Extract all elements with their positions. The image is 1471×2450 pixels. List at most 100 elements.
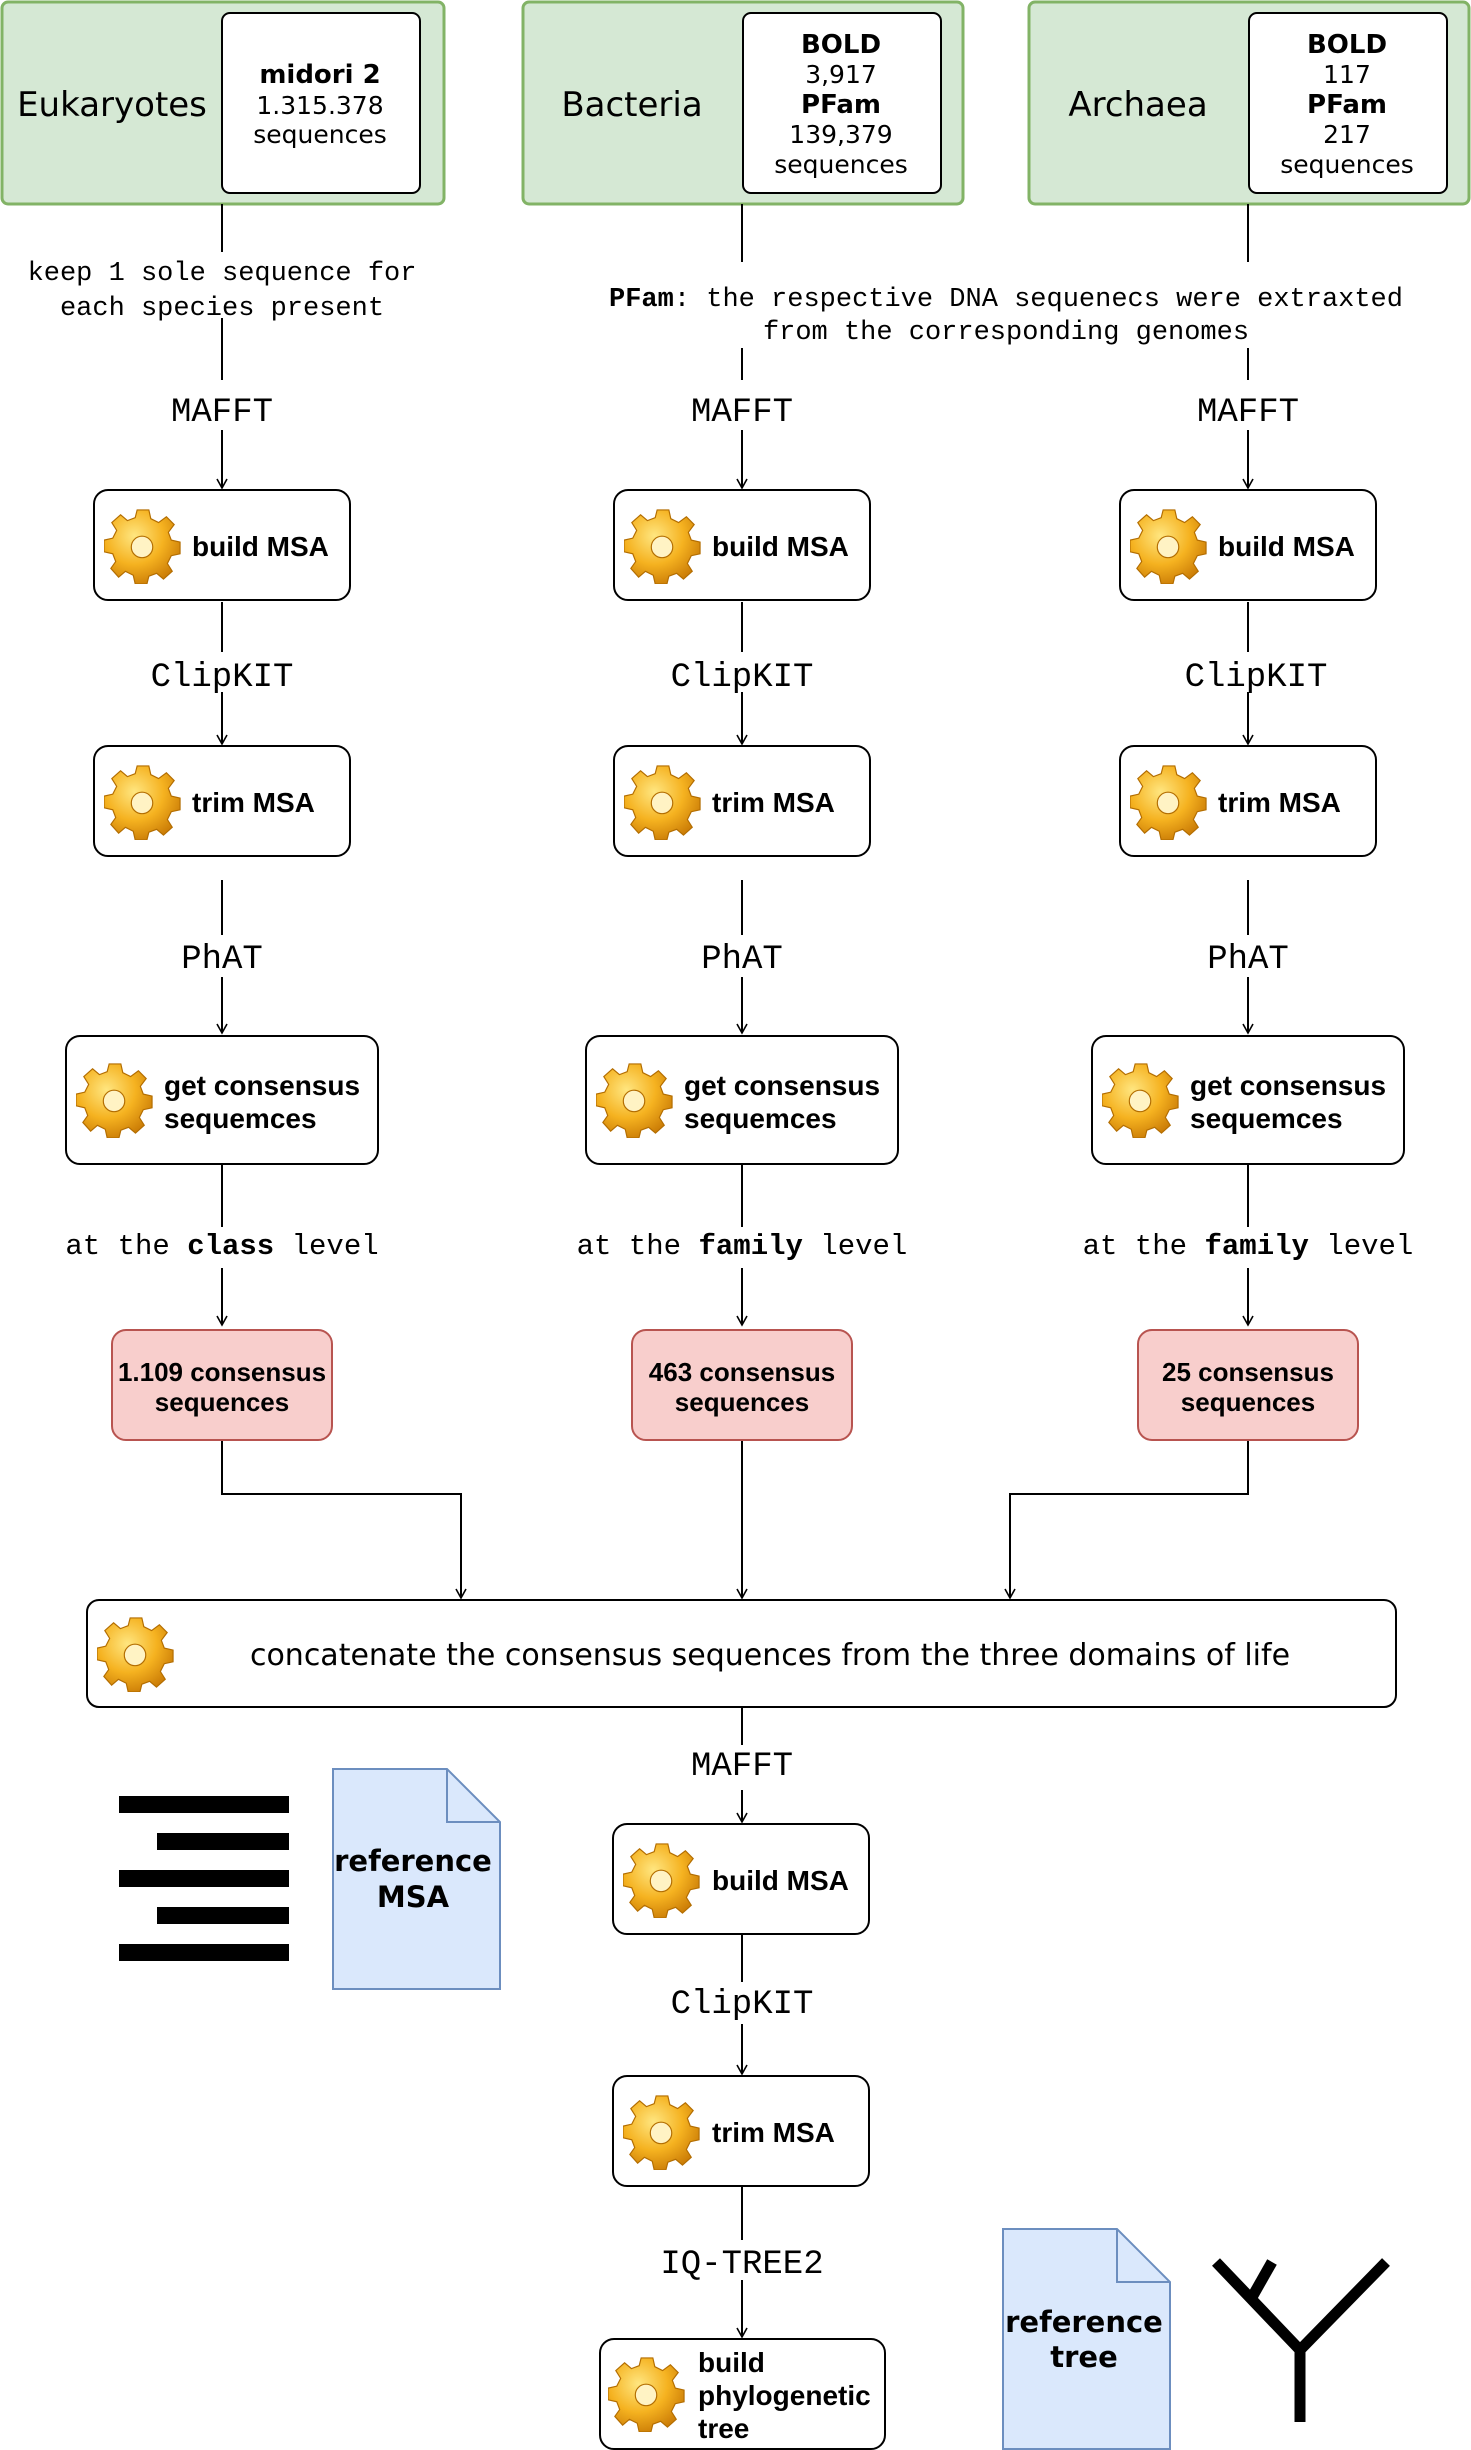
step-label-line1: get consensus (684, 1070, 880, 1101)
level-family: family (1204, 1230, 1308, 1263)
gear-icon (623, 1843, 700, 1918)
db-name-midori: midori 2 (259, 60, 380, 90)
tool-clipkit-eukaryotes: ClipKIT (151, 659, 294, 697)
step-build-msa-bacteria: build MSA (613, 489, 871, 601)
tool-phat-archaea: PhAT (1207, 941, 1289, 979)
tool-clipkit-bacteria: ClipKIT (671, 659, 814, 697)
reference-tree-line2: tree (1050, 2340, 1118, 2374)
step-label-line2: sequemces (164, 1103, 317, 1134)
gear-icon (97, 1617, 174, 1692)
source-bacteria: Bacteria BOLD 3,917 PFam 139,379 sequenc… (521, 0, 965, 206)
step-label: trim MSA (192, 787, 315, 818)
tool-mafft-final: MAFFT (691, 1748, 793, 1786)
db-count-pfam-bacteria: 139,379 (789, 120, 892, 149)
concatenate-label: concatenate the consensus sequences from… (250, 1638, 1290, 1673)
level-bacteria: at the family level (577, 1230, 908, 1263)
result-unit: sequences (675, 1387, 809, 1417)
step-build-tree-final: build phylogenetic tree (599, 2338, 886, 2450)
tool-clipkit-final: ClipKIT (671, 1986, 814, 2024)
tool-clipkit-archaea: ClipKIT (1185, 659, 1328, 697)
tool-iqtree-final: IQ-TREE2 (660, 2246, 823, 2284)
result-eukaryotes: 1.109 consensus sequences (111, 1329, 333, 1441)
gear-icon (608, 2357, 685, 2432)
step-build-msa-archaea: build MSA (1119, 489, 1377, 601)
result-archaea: 25 consensus sequences (1137, 1329, 1359, 1441)
gear-icon (1102, 1063, 1179, 1138)
note-eukaryotes-line2: each species present (60, 294, 384, 324)
gear-icon (1130, 509, 1207, 584)
level-prefix: at the (65, 1230, 187, 1263)
step-consensus-bacteria: get consensus sequemces (585, 1035, 899, 1165)
gear-icon (1130, 765, 1207, 840)
step-trim-msa-archaea: trim MSA (1119, 745, 1377, 857)
db-unit-midori: sequences (253, 120, 387, 149)
source-label-archaea: Archaea (1068, 85, 1207, 125)
step-build-msa-final: build MSA (612, 1823, 870, 1935)
reference-tree-document: reference tree (1002, 2228, 1171, 2450)
step-label: build MSA (192, 531, 329, 562)
reference-msa-line1: reference (334, 1844, 492, 1878)
step-label: build MSA (712, 531, 849, 562)
source-archaea: Archaea BOLD 117 PFam 217 sequences (1027, 0, 1471, 206)
result-count: 463 consensus (649, 1357, 835, 1387)
level-family: family (698, 1230, 802, 1263)
step-label: build MSA (712, 1865, 849, 1896)
step-label-line2: sequemces (684, 1103, 837, 1134)
db-name-pfam-bacteria: PFam (801, 90, 881, 120)
step-label-line1: get consensus (164, 1070, 360, 1101)
gear-icon (623, 2095, 700, 2170)
tree-icon (1212, 2258, 1390, 2422)
step-label-line1: build (698, 2347, 765, 2378)
result-count: 25 consensus (1162, 1357, 1334, 1387)
level-archaea: at the family level (1083, 1230, 1414, 1263)
level-suffix: level (803, 1230, 907, 1263)
step-trim-msa-eukaryotes: trim MSA (93, 745, 351, 857)
result-unit: sequences (1181, 1387, 1315, 1417)
step-label-line2: sequemces (1190, 1103, 1343, 1134)
db-count-bold-bacteria: 3,917 (805, 60, 877, 89)
reference-tree-line1: reference (1005, 2305, 1163, 2339)
db-name-bold-bacteria: BOLD (801, 30, 881, 60)
gear-icon (104, 509, 181, 584)
result-bacteria: 463 consensus sequences (631, 1329, 853, 1441)
db-count-bold-archaea: 117 (1323, 60, 1371, 89)
db-unit-bacteria: sequences (774, 150, 908, 179)
step-label: trim MSA (1218, 787, 1341, 818)
note-pfam-rest: : the respective DNA sequenecs were extr… (674, 285, 1403, 315)
note-eukaryotes-line1: keep 1 sole sequence for (28, 259, 417, 289)
db-name-pfam-archaea: PFam (1307, 90, 1387, 120)
step-consensus-archaea: get consensus sequemces (1091, 1035, 1405, 1165)
note-pfam-keyword: PFam (609, 285, 674, 315)
db-unit-archaea: sequences (1280, 150, 1414, 179)
level-prefix: at the (1083, 1230, 1205, 1263)
db-count-midori: 1.315.378 (256, 91, 383, 120)
gear-icon (76, 1063, 153, 1138)
level-class: class (187, 1230, 274, 1263)
step-label: build MSA (1218, 531, 1355, 562)
gear-icon (596, 1063, 673, 1138)
step-concatenate: concatenate the consensus sequences from… (86, 1599, 1397, 1708)
source-eukaryotes: Eukaryotes midori 2 1.315.378 sequences (0, 0, 446, 206)
step-label: trim MSA (712, 787, 835, 818)
tool-phat-bacteria: PhAT (701, 941, 783, 979)
result-count: 1.109 consensus (118, 1357, 326, 1387)
tool-mafft-bacteria: MAFFT (691, 394, 793, 432)
step-build-msa-eukaryotes: build MSA (93, 489, 351, 601)
gear-icon (624, 509, 701, 584)
note-pfam-line1: PFam: the respective DNA sequenecs were … (609, 285, 1403, 315)
tool-mafft-archaea: MAFFT (1197, 394, 1299, 432)
step-consensus-eukaryotes: get consensus sequemces (65, 1035, 379, 1165)
level-suffix: level (274, 1230, 378, 1263)
db-count-pfam-archaea: 217 (1323, 120, 1371, 149)
db-name-bold-archaea: BOLD (1307, 30, 1387, 60)
source-label-eukaryotes: Eukaryotes (17, 85, 207, 125)
level-prefix: at the (577, 1230, 699, 1263)
reference-msa-line2: MSA (377, 1880, 450, 1914)
step-label-line2: phylogenetic (698, 2380, 871, 2411)
result-unit: sequences (155, 1387, 289, 1417)
tool-phat-eukaryotes: PhAT (181, 941, 263, 979)
level-suffix: level (1309, 1230, 1413, 1263)
gear-icon (624, 765, 701, 840)
msa-alignment-icon (119, 1796, 289, 1961)
